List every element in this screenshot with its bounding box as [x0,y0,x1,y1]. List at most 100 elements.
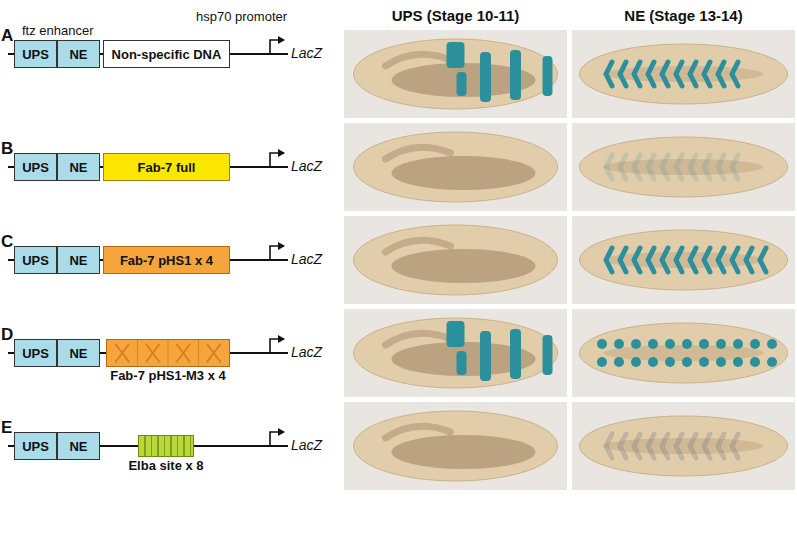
mutation-x [146,344,160,363]
lacz-chevron [704,62,710,86]
construct-element: NE [57,339,100,367]
lacz-chevron [620,155,626,179]
repeat-divider [198,340,199,366]
element-annotation: hsp70 promoter [196,9,287,24]
embryo-fold [386,240,451,252]
embryo-ventral [580,230,788,290]
photo-panel [344,123,567,211]
lacz-chevron [634,62,640,86]
element-text: UPS [22,253,49,268]
lacz-dot [716,357,726,367]
embryo-fold [386,147,451,159]
gene-label: LacZ [291,437,322,453]
lacz-chevron [718,62,724,86]
construct-element: Elba site x 8 [138,435,194,457]
panel-letter: D [1,325,13,345]
embryo-midline [604,159,764,175]
lacz-chevron [704,248,710,272]
gene-label: LacZ [291,251,322,267]
lacz-dot [614,339,624,349]
element-text: NE [69,47,87,62]
embryo-lateral [354,39,558,109]
panel-letter: B [1,139,13,159]
embryo-fold [386,333,451,345]
element-annotation: ftz enhancer [22,23,94,38]
embryo-fold [386,54,451,66]
lacz-dot [750,357,760,367]
lacz-dot [750,339,760,349]
lacz-chevron [620,434,626,458]
lacz-dot [597,357,607,367]
embryo-ventral [580,416,788,476]
construct-element: UPS [14,40,57,68]
lacz-stripe [447,42,465,68]
embryo-gut [392,156,536,190]
element-text: NE [69,160,87,175]
lacz-stripe [543,56,553,96]
lacz-dot [631,357,641,367]
panel-letter: E [1,418,12,438]
lacz-dot [614,357,624,367]
lacz-chevron [732,434,738,458]
lacz-chevron [662,248,668,272]
lacz-chevron [718,155,724,179]
construct-element: UPS [14,432,57,460]
lacz-chevron [704,155,710,179]
lacz-dot [648,357,658,367]
lacz-chevron [648,434,654,458]
embryo-lateral [354,225,558,295]
lacz-dot [665,357,675,367]
embryo-ventral [580,137,788,197]
gene-label: LacZ [291,344,322,360]
embryo-lateral [354,132,558,202]
lacz-stripe [457,72,467,96]
construct-element: UPS [14,246,57,274]
construct-element: NE [57,153,100,181]
element-text: UPS [22,47,49,62]
lacz-dot [648,339,658,349]
lacz-chevron [718,434,724,458]
lacz-chevron [662,62,668,86]
lacz-stripe [457,351,467,375]
embryo-lateral [354,411,558,481]
embryo-fold [386,426,451,438]
mutation-x [115,344,129,363]
photo-panel [344,309,567,397]
photo-panel [572,309,795,397]
lacz-dot [699,339,709,349]
column-header: NE (Stage 13-14) [572,7,795,24]
gene-label: LacZ [291,45,322,61]
promoter-arrow [270,339,284,353]
construct-element: NE [57,246,100,274]
lacz-dot [767,339,777,349]
lacz-dot [682,357,692,367]
gene-label: LacZ [291,158,322,174]
repeat-divider [168,340,169,366]
lacz-chevron [690,155,696,179]
lacz-chevron [620,248,626,272]
embryo-ventral [580,44,788,104]
lacz-chevron [704,434,710,458]
lacz-dot [631,339,641,349]
construct-element: UPS [14,153,57,181]
construct-element: Fab-7 pHS1 x 4 [103,246,230,274]
element-text: NE [69,346,87,361]
lacz-chevron [634,155,640,179]
photo-panel [572,30,795,118]
element-label: Elba site x 8 [128,458,203,473]
lacz-chevron [676,62,682,86]
lacz-stripe [510,50,521,100]
lacz-dot [733,357,743,367]
element-text: Non-specific DNA [112,47,222,62]
element-label: Fab-7 pHS1-M3 x 4 [110,368,226,383]
lacz-chevron [606,155,612,179]
lacz-chevron [690,248,696,272]
construct-element: Non-specific DNA [103,40,230,68]
lacz-dot [699,357,709,367]
lacz-chevron [662,155,668,179]
construct-element: UPS [14,339,57,367]
photo-panel [572,216,795,304]
element-text: NE [69,253,87,268]
